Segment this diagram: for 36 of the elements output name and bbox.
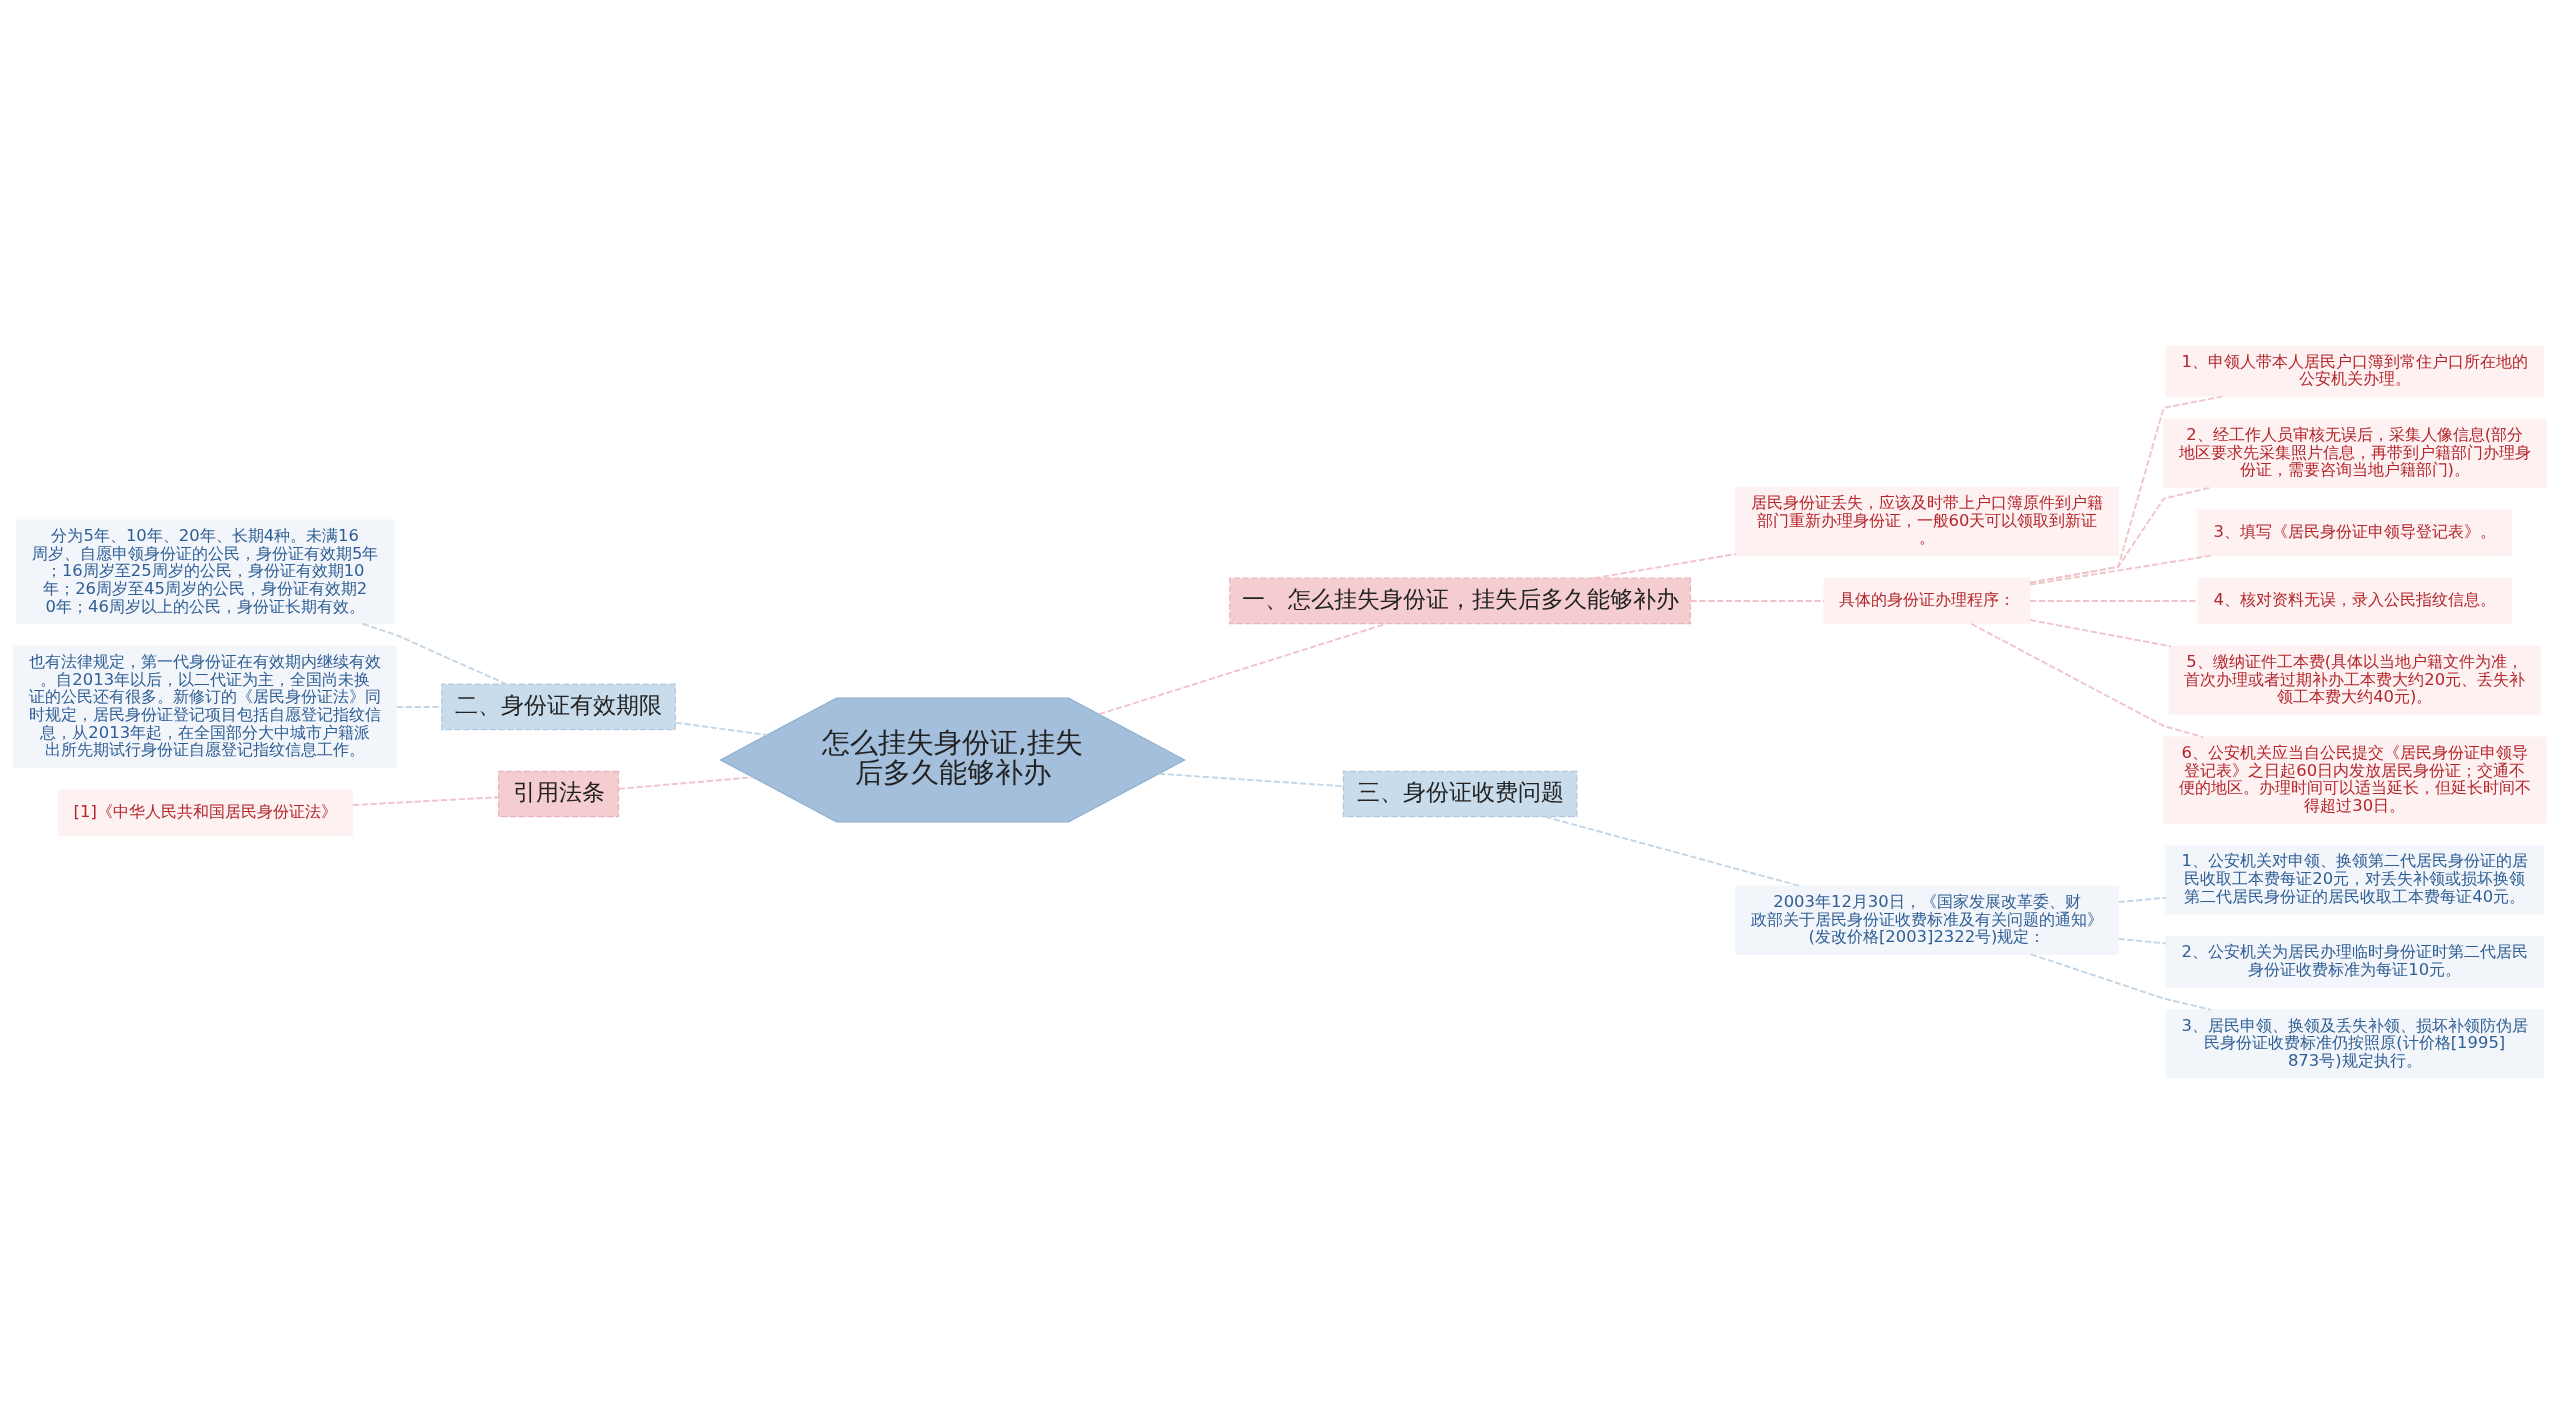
node-box: 分为5年、10年、20年、长期4种。未满16周岁、自愿申领身份证的公民，身份证有效期5年；16周岁至25周岁的公民，身份证有效期10年；26周岁至45周岁的公民，身份证有效期20年；46周岁以上的公民，身份证长期有效。 [15,519,395,624]
connector [2117,896,2168,903]
node-box: 一、怎么挂失身份证，挂失后多久能够补办 [1229,577,1691,624]
node-box: 1、申领人带本人居民户口簿到常住户口所在地的公安机关办理。 [2165,344,2545,397]
connector [2029,618,2172,647]
connector [395,705,443,708]
node-box: 具体的身份证办理程序： [1823,577,2031,624]
connector [1970,622,2204,738]
connector [351,795,500,806]
connector [1689,599,1825,602]
node-box: 1、公安机关对申领、换领第二代居民身份证的居民收取工本费每证20元，对丢失补领或损坏换领第二代居民身份证的居民收取工本费每证40元。 [2165,844,2545,915]
connector [2028,395,2224,584]
connector [1593,552,1737,579]
node-box: [1]《中华人民共和国居民身份证法》 [57,789,353,836]
connector [2029,554,2213,586]
node-box: 3、填写《居民身份证申领导登记表》。 [2197,508,2512,556]
connector [674,721,768,736]
node-box: 2、公安机关为居民办理临时身份证时第二代居民身份证收费标准为每证10元。 [2165,935,2545,988]
connector [617,775,754,790]
node-box: 3、居民申领、换领及丢失补领、损坏补领防伪居民身份证收费标准仍按照原(计价格[1995]873号)规定执行。 [2165,1008,2545,1079]
node-box: 4、核对资料无误，录入公民指纹信息。 [2197,577,2512,624]
connector [2117,937,2168,944]
node-box: 三、身份证收费问题 [1342,770,1578,817]
connector [2028,485,2212,584]
node-box: 5、缴纳证件工本费(具体以当地户籍文件为准，首次办理或者过期补办工本费大约20元、丢失补领工本费大约40元)。 [2168,645,2541,715]
connector [1544,815,1802,887]
connector [2029,952,2212,1011]
node-box: 引用法条 [498,770,620,817]
connector [361,622,508,685]
node-box: 6、公安机关应当自公民提交《居民身份证申领导登记表》之日起60日内发放居民身份证；交通不便的地区。办理时间可以适当延长，但延长时间不得超过30日。 [2162,736,2547,824]
node-box: 也有法律规定，第一代身份证在有效期内继续有效。自2013年以后，以二代证为主，全国尚未换证的公民还有很多。新修订的《居民身份证法》同时规定，居民身份证登记项目包括自愿登记指纹信息，从2013年起，在全国部分大中城市户籍派出所先期试行身份证自愿登记指纹信息工作。 [13,645,398,768]
connector [1098,622,1388,715]
node-box: 2、经工作人员审核无误后，采集人像信息(部分地区要求先采集照片信息，再带到户籍部门办理身份证，需要咨询当地户籍部门)。 [2162,418,2547,488]
node-box: 2003年12月30日，《国家发展改革委、财政部关于居民身份证收费标准及有关问题的通知》(发改价格[2003]2322号)规定： [1735,885,2119,955]
node-box: 居民身份证丢失，应该及时带上户口簿原件到户籍部门重新办理身份证，一般60天可以领取到新证。 [1735,486,2119,556]
node-box: 二、身份证有效期限 [441,683,676,730]
